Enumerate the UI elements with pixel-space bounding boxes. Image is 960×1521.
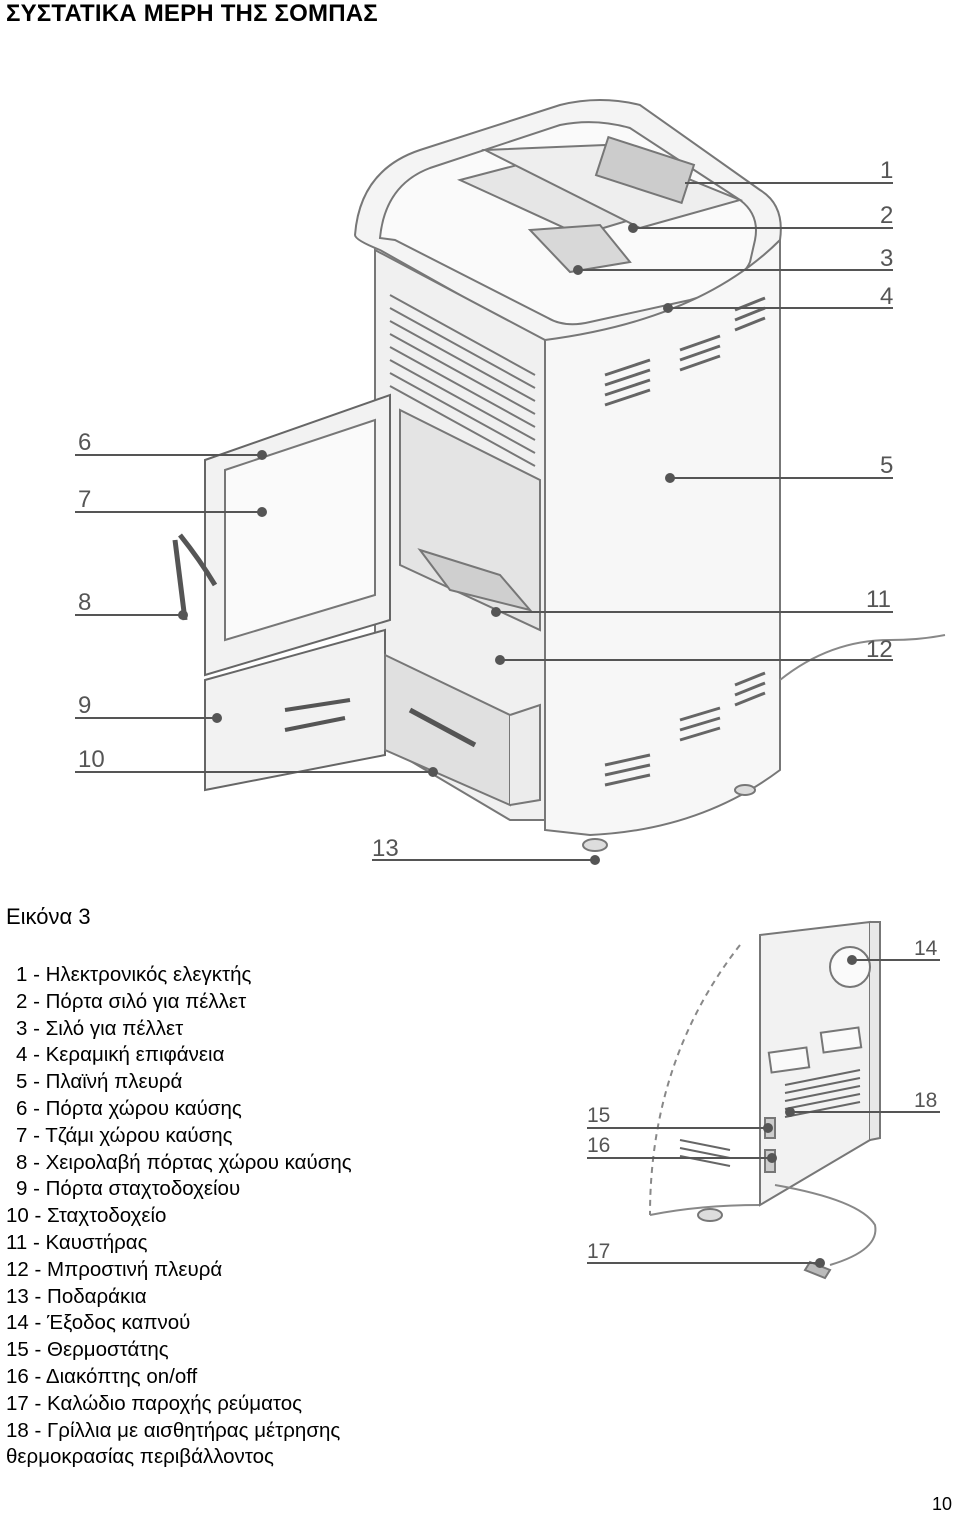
callout-9: 9 bbox=[78, 692, 91, 719]
legend-item: 4 - Κεραμική επιφάνεια bbox=[16, 1043, 225, 1067]
legend-item: 8 - Χειρολαβή πόρτας χώρου καύσης bbox=[16, 1150, 352, 1174]
legend-item: 10 - Σταχτοδοχείο bbox=[6, 1204, 167, 1228]
parts-legend: 1 - Ηλεκτρονικός ελεγκτής 2 - Πόρτα σιλό… bbox=[6, 962, 352, 1471]
legend-item: 7 - Τζάμι χώρου καύσης bbox=[16, 1123, 233, 1147]
legend-item: 12 - Μπροστινή πλευρά bbox=[6, 1257, 223, 1281]
callout-10: 10 bbox=[78, 746, 105, 773]
callout-15: 15 bbox=[587, 1104, 610, 1127]
legend-item: 13 - Ποδαράκια bbox=[6, 1284, 147, 1308]
callout-18: 18 bbox=[914, 1089, 937, 1112]
legend-item: 16 - Διακόπτης on/off bbox=[6, 1364, 198, 1388]
callout-7: 7 bbox=[78, 486, 91, 513]
legend-item: 5 - Πλαϊνή πλευρά bbox=[16, 1070, 183, 1094]
callout-8: 8 bbox=[78, 589, 91, 616]
callout-3: 3 bbox=[880, 245, 893, 272]
legend-item: 1 - Ηλεκτρονικός ελεγκτής bbox=[16, 963, 252, 986]
callout-4: 4 bbox=[880, 283, 893, 310]
callout-5: 5 bbox=[880, 452, 893, 479]
callout-11: 11 bbox=[866, 586, 891, 613]
callout-6: 6 bbox=[78, 429, 91, 456]
figure-caption: Εικόνα 3 bbox=[6, 904, 91, 929]
callout-2: 2 bbox=[880, 202, 893, 229]
callout-13: 13 bbox=[372, 835, 399, 862]
legend-item: 3 - Σιλό για πέλλετ bbox=[16, 1016, 184, 1040]
legend-item: 14 - Έξοδος καπνού bbox=[6, 1311, 191, 1335]
legend-item: 18 - Γρίλλια με αισθητήρας μέτρησης bbox=[6, 1418, 341, 1442]
legend-item: 2 - Πόρτα σιλό για πέλλετ bbox=[16, 989, 247, 1013]
callout-12: 12 bbox=[866, 636, 893, 663]
legend-item: 17 - Καλώδιο παροχής ρεύματος bbox=[6, 1391, 303, 1415]
callout-1: 1 bbox=[880, 157, 893, 184]
callout-14: 14 bbox=[914, 937, 938, 960]
legend-item: 11 - Καυστήρας bbox=[6, 1230, 148, 1254]
stove-figure-main: 1 2 3 4 5 6 7 8 9 10 11 12 13 bbox=[75, 99, 946, 865]
legend-item: 15 - Θερμοστάτης bbox=[6, 1338, 169, 1362]
legend-item: 6 - Πόρτα χώρου καύσης bbox=[16, 1096, 242, 1120]
legend-item: 9 - Πόρτα σταχτοδοχείου bbox=[16, 1177, 241, 1201]
callout-17: 17 bbox=[587, 1240, 610, 1263]
page-number: 10 bbox=[931, 1494, 952, 1514]
legend-item-continuation: θερμοκρασίας περιβάλλοντος bbox=[6, 1445, 274, 1469]
page-title: ΣΥΣΤΑΤΙΚΑ ΜΕΡΗ ΤΗΣ ΣΟΜΠΑΣ bbox=[6, 0, 378, 27]
callout-16: 16 bbox=[587, 1134, 610, 1157]
